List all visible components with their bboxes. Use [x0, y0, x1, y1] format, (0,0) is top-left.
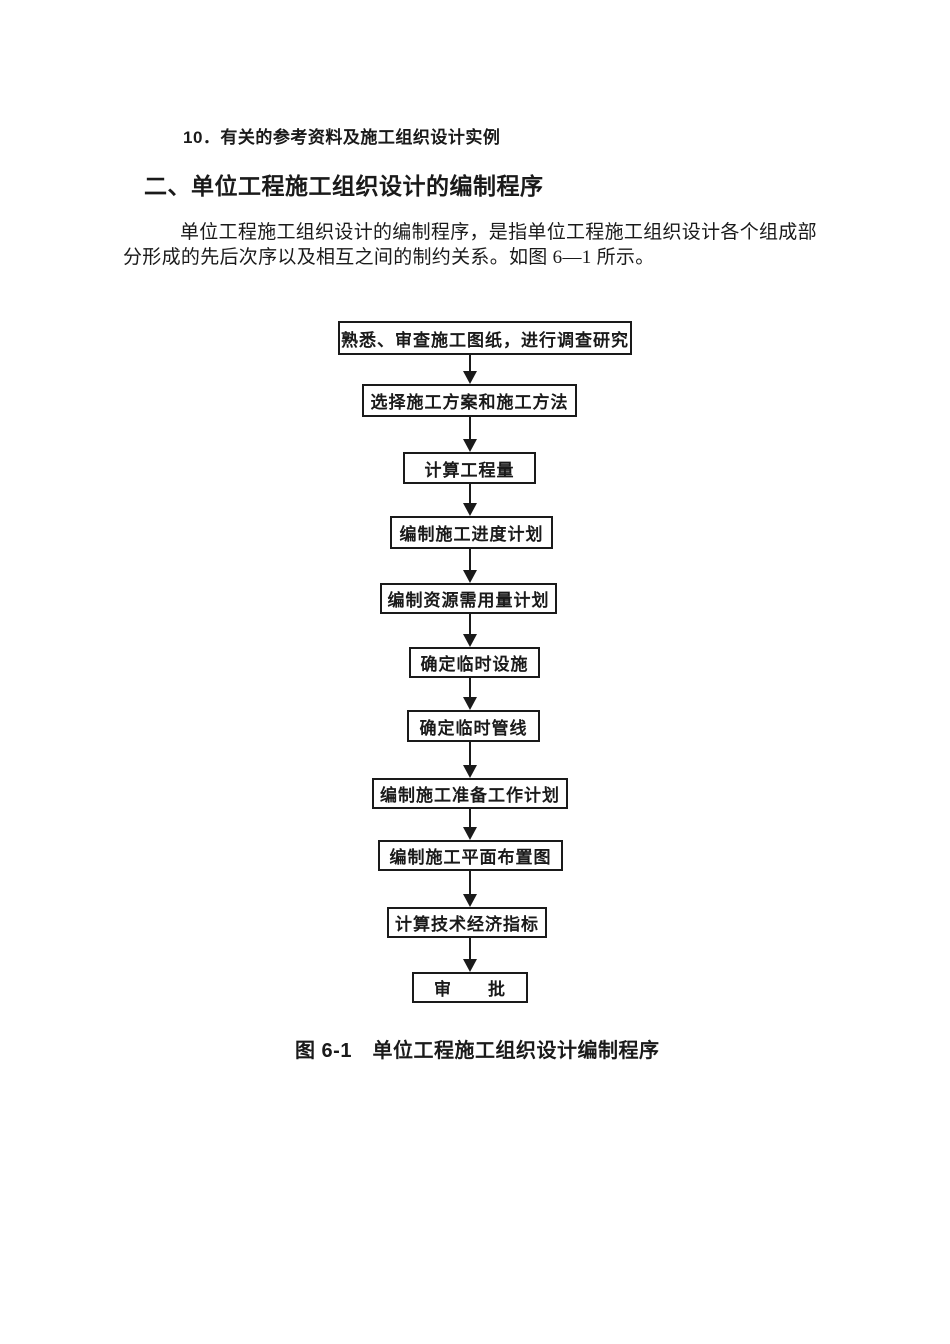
flow-connector-line [469, 742, 471, 767]
arrow-down-icon [463, 634, 477, 647]
flowchart-step-3: 计算工程量 [403, 452, 536, 484]
arrow-down-icon [463, 371, 477, 384]
flow-connector-line [469, 484, 471, 505]
flowchart-step-5: 编制资源需用量计划 [380, 583, 557, 614]
paragraph-line-1: 单位工程施工组织设计的编制程序，是指单位工程施工组织设计各个组成部 [180, 222, 817, 243]
flowchart-step-1: 熟悉、审查施工图纸，进行调查研究 [338, 321, 632, 355]
section-title: 二、单位工程施工组织设计的编制程序 [144, 173, 544, 199]
flowchart-step-9: 编制施工平面布置图 [378, 840, 563, 871]
arrow-down-icon [463, 503, 477, 516]
paragraph-line-2: 分形成的先后次序以及相互之间的制约关系。如图 6—1 所示。 [123, 247, 655, 268]
flowchart-step-8: 编制施工准备工作计划 [372, 778, 568, 809]
flow-connector-line [469, 417, 471, 441]
flow-connector-line [469, 549, 471, 572]
flow-connector-line [469, 871, 471, 896]
flow-connector-line [469, 809, 471, 829]
list-item-heading: 10．有关的参考资料及施工组织设计实例 [183, 128, 501, 147]
flowchart-step-4: 编制施工进度计划 [390, 516, 553, 549]
flow-connector-line [469, 938, 471, 961]
arrow-down-icon [463, 439, 477, 452]
flow-connector-line [469, 678, 471, 699]
arrow-down-icon [463, 765, 477, 778]
flow-connector-line [469, 614, 471, 636]
arrow-down-icon [463, 959, 477, 972]
flowchart-step-11: 审 批 [412, 972, 528, 1003]
arrow-down-icon [463, 570, 477, 583]
arrow-down-icon [463, 827, 477, 840]
figure-caption: 图 6-1 单位工程施工组织设计编制程序 [295, 1040, 660, 1062]
flowchart-step-2: 选择施工方案和施工方法 [362, 384, 577, 417]
arrow-down-icon [463, 894, 477, 907]
flowchart-step-10: 计算技术经济指标 [387, 907, 547, 938]
flowchart-step-7: 确定临时管线 [407, 710, 540, 742]
flowchart-step-6: 确定临时设施 [409, 647, 540, 678]
arrow-down-icon [463, 697, 477, 710]
flow-connector-line [469, 355, 471, 373]
